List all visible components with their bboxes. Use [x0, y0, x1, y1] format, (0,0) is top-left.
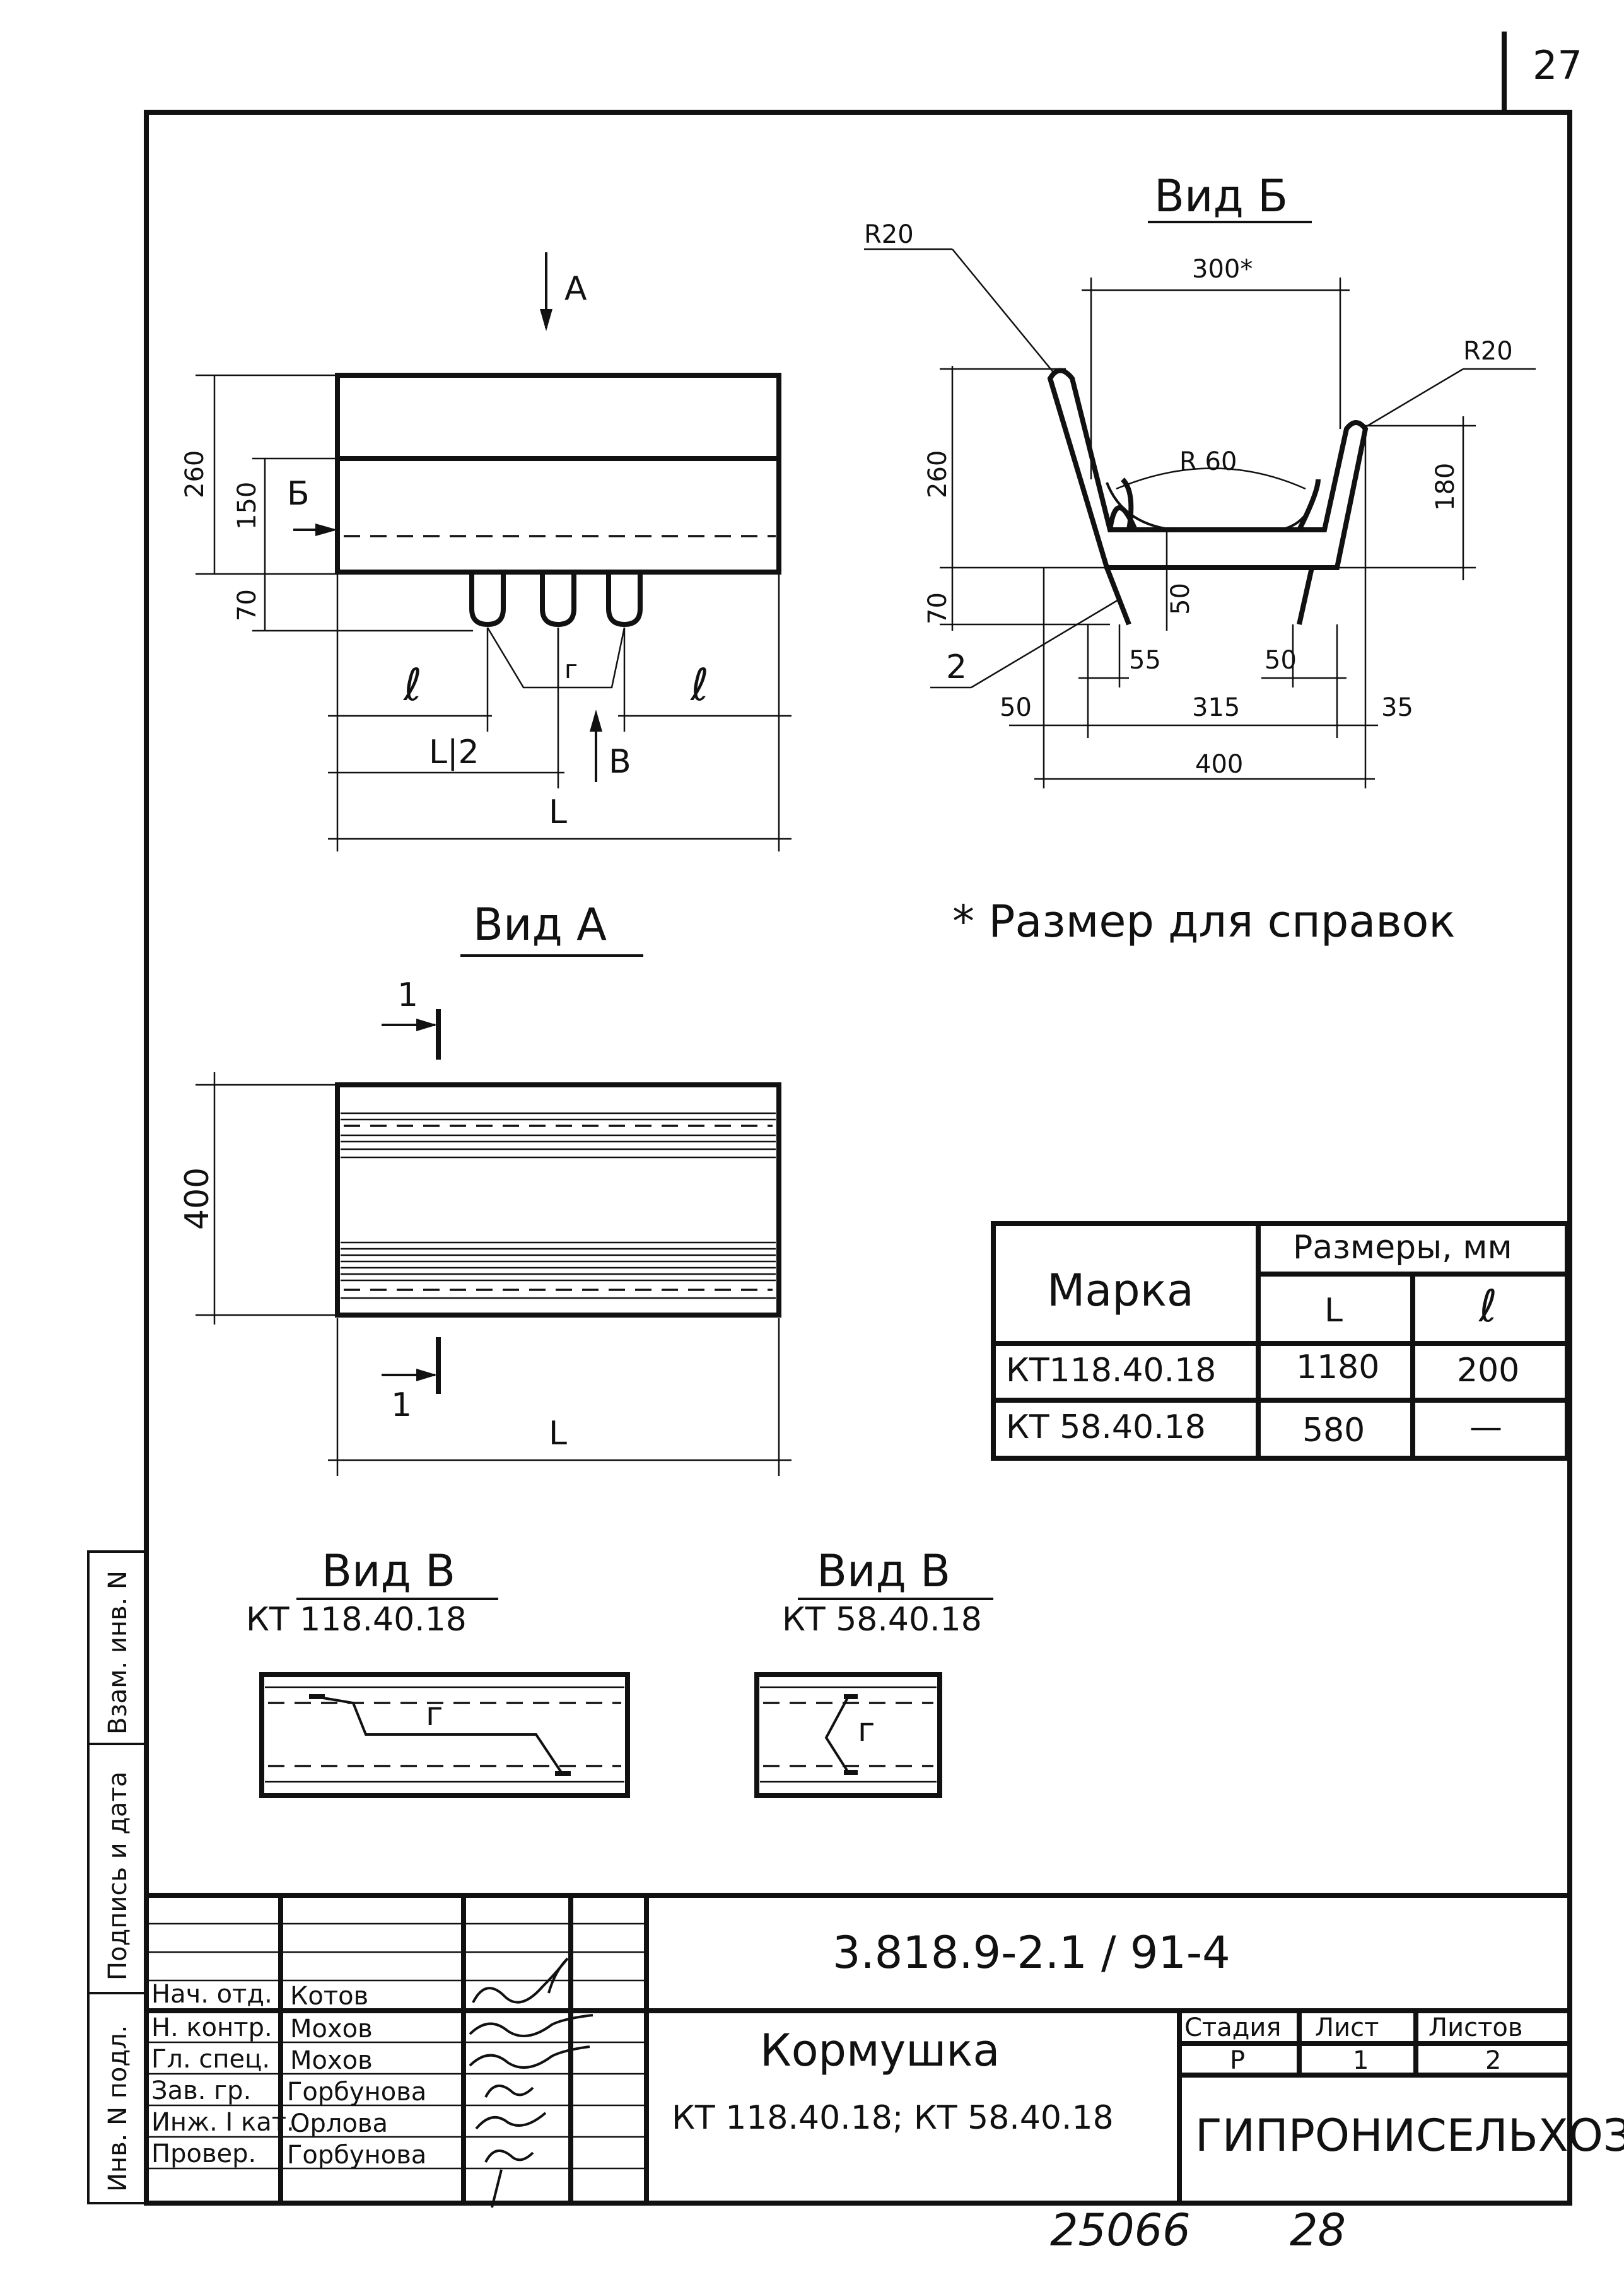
footer-number: 25066 [1050, 2204, 1191, 2256]
doc-code: 3.818.9-2.1 / 91-4 [832, 1927, 1230, 1979]
staff-role-3: Гл. спец. [151, 2045, 270, 2074]
staff-name-6: Горбунова [287, 2141, 426, 2170]
staff-role-4: Зав. гр. [151, 2076, 251, 2105]
doc-subtitle: КТ 118.40.18; КТ 58.40.18 [672, 2099, 1114, 2137]
page-number: 27 [1533, 42, 1582, 88]
staff-name-4: Горбунова [287, 2078, 426, 2107]
vid-a-section-top: 1 [397, 976, 418, 1014]
vid-b-dim-300: 300* [1192, 255, 1253, 284]
page-number-block: 27 [1502, 32, 1582, 110]
stamp-vzam: Взам. инв. N [103, 1570, 132, 1734]
stage-value: Р [1230, 2046, 1245, 2075]
vid-b-dim-35: 35 [1381, 693, 1413, 722]
sheets-value: 2 [1485, 2046, 1501, 2075]
stamp-inv: Инв. N подл. [103, 2025, 132, 2192]
table-row-1-mark: КТ118.40.18 [1006, 1352, 1216, 1389]
vid-b-dim-55: 55 [1129, 646, 1161, 675]
footer-page: 28 [1290, 2204, 1346, 2256]
signatures [469, 1957, 593, 2208]
vid-b-dim-180: 180 [1431, 463, 1460, 511]
side-stamp: Взам. инв. N Подпись и дата Инв. N подл. [87, 1550, 148, 2204]
side-dim-L: L [549, 793, 567, 831]
reference-note: * Размер для справок [952, 896, 1456, 947]
vid-b-view: Вид Б R20 R20 R 60 300* 260 70 [864, 170, 1536, 788]
title-block: 3.818.9-2.1 / 91-4 Кормушка КТ 118.40.18… [146, 1893, 1624, 2208]
table-row-2-L: 580 [1302, 1412, 1365, 1449]
side-dim-L-half: L|2 [429, 734, 479, 771]
sheets-label: Листов [1428, 2013, 1522, 2042]
vid-b-r20-left: R20 [864, 220, 914, 249]
drawing-frame [144, 110, 1572, 2206]
vid-b-dim-260: 260 [923, 450, 952, 498]
vid-v2-dim-g: г [858, 1711, 875, 1749]
staff-role-6: Провер. [151, 2139, 256, 2168]
stamp-podpis: Подпись и дата [103, 1772, 132, 1980]
staff-name-1: Котов [290, 1982, 368, 2011]
org-name: ГИПРОНИСЕЛЬХОЗ [1195, 2110, 1624, 2161]
sizes-table: Марка Размеры, мм L ℓ КТ118.40.18 1180 2… [991, 1221, 1570, 1461]
vid-a-title: Вид А [473, 899, 607, 950]
side-dim-70: 70 [233, 589, 262, 621]
vid-v2-subtitle: КТ 58.40.18 [782, 1601, 982, 1639]
vid-b-dim-70: 70 [923, 592, 952, 624]
side-arrow-b: Б [287, 475, 310, 513]
staff-name-5: Орлова [290, 2109, 388, 2138]
vid-v1-dim-g: г [426, 1695, 443, 1733]
vid-v1-subtitle: КТ 118.40.18 [246, 1601, 467, 1639]
side-arrow-a: А [564, 270, 587, 308]
vid-v-58-view: Вид В КТ 58.40.18 г [754, 1545, 993, 1798]
staff-name-3: Мохов [290, 2046, 373, 2075]
vid-b-r60: R 60 [1179, 447, 1237, 476]
side-arrow-v: В [609, 743, 631, 781]
vid-b-r20-right: R20 [1463, 337, 1513, 366]
table-row-1-l: 200 [1457, 1352, 1519, 1389]
vid-b-callout: 2 [946, 648, 967, 686]
staff-role-2: Н. контр. [151, 2013, 272, 2042]
vid-b-dim-50-mid: 50 [1166, 583, 1195, 615]
side-dim-l-right: ℓ [690, 659, 709, 711]
vid-b-dim-315: 315 [1192, 693, 1240, 722]
table-row-1-L: 1180 [1296, 1348, 1379, 1386]
table-row-2-mark: КТ 58.40.18 [1006, 1408, 1206, 1446]
vid-a-dim-400: 400 [178, 1167, 216, 1230]
staff-role-1: Нач. отд. [151, 1980, 272, 2009]
vid-b-dim-50-right: 50 [1265, 646, 1297, 675]
vid-a-view: Вид А 1 1 400 L [178, 899, 792, 1476]
table-sub-L: L [1324, 1292, 1343, 1330]
table-row-2-l: — [1469, 1408, 1502, 1446]
vid-v2-title: Вид В [817, 1545, 950, 1597]
vid-b-dim-400: 400 [1195, 750, 1243, 779]
table-col-mark: Марка [1047, 1265, 1194, 1316]
side-dim-260: 260 [180, 450, 209, 498]
staff-role-5: Инж. I кат. [151, 2108, 295, 2137]
staff-name-2: Мохов [290, 2015, 373, 2044]
vid-a-section-bottom: 1 [391, 1386, 412, 1424]
sheet-label: Лист [1315, 2013, 1379, 2042]
stage-label: Стадия [1184, 2013, 1281, 2042]
vid-b-dim-50-left: 50 [1000, 693, 1032, 722]
doc-title: Кормушка [760, 2025, 1000, 2076]
vid-v1-title: Вид В [322, 1545, 455, 1597]
table-sub-l: ℓ [1478, 1280, 1497, 1332]
table-col-sizes: Размеры, мм [1293, 1229, 1512, 1266]
sheet-value: 1 [1353, 2046, 1369, 2075]
side-dim-150: 150 [233, 482, 262, 530]
vid-b-title: Вид Б [1154, 170, 1288, 222]
vid-v-118-view: Вид В КТ 118.40.18 г [246, 1545, 630, 1798]
side-dim-g: г [564, 655, 578, 684]
side-dim-l-left: ℓ [403, 659, 422, 711]
side-view: А Б В 260 150 70 ℓ ℓ г L|2 L [180, 252, 792, 851]
vid-a-dim-L: L [549, 1415, 567, 1453]
